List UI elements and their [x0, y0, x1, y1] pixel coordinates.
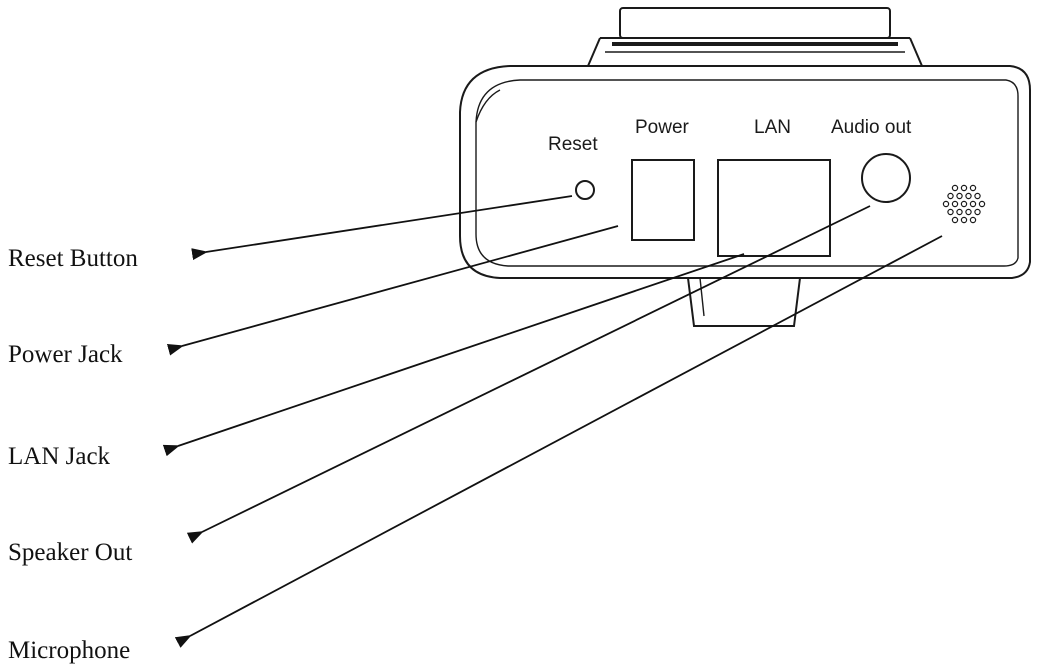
- microphone-hole: [951, 184, 959, 192]
- panel-label-lan: LAN: [754, 117, 791, 138]
- leader-speaker: [186, 205, 871, 544]
- panel-label-power: Power: [635, 117, 690, 138]
- microphone-hole: [960, 184, 968, 192]
- microphone-hole: [956, 208, 963, 216]
- microphone-holes: [942, 184, 986, 224]
- callout-lan-jack: LAN Jack: [8, 443, 111, 470]
- microphone-hole: [947, 208, 954, 216]
- panel-label-reset: Reset: [548, 134, 598, 155]
- microphone-hole: [969, 200, 977, 208]
- callout-power-jack: Power Jack: [8, 341, 123, 368]
- callout-reset-button: Reset Button: [8, 245, 138, 272]
- device-top-dome: [587, 7, 923, 67]
- leader-microphone: [174, 235, 943, 648]
- microphone-hole: [956, 192, 963, 200]
- microphone-hole: [947, 192, 954, 200]
- power-jack-port: [631, 159, 695, 241]
- device-body: [459, 65, 1031, 279]
- microphone-hole: [942, 200, 950, 208]
- microphone-hole: [974, 208, 981, 216]
- microphone-hole: [978, 200, 986, 208]
- microphone-hole: [960, 200, 968, 208]
- microphone-hole: [965, 208, 972, 216]
- microphone-hole: [960, 216, 968, 224]
- leader-reset: [191, 195, 573, 261]
- callout-speaker-out: Speaker Out: [8, 539, 132, 566]
- microphone-hole: [965, 192, 972, 200]
- reset-button-hole: [575, 180, 595, 200]
- leader-power: [166, 225, 619, 356]
- microphone-hole: [951, 216, 959, 224]
- audio-out-jack: [861, 153, 911, 203]
- microphone-hole: [951, 200, 959, 208]
- callout-microphone: Microphone: [8, 637, 130, 664]
- microphone-hole: [974, 192, 981, 200]
- panel-label-audio-out: Audio out: [831, 117, 912, 138]
- leader-lan: [162, 253, 745, 457]
- microphone-hole: [969, 216, 977, 224]
- lan-jack-port: [717, 159, 831, 257]
- microphone-hole: [969, 184, 977, 192]
- device-mount-bracket: [687, 277, 801, 327]
